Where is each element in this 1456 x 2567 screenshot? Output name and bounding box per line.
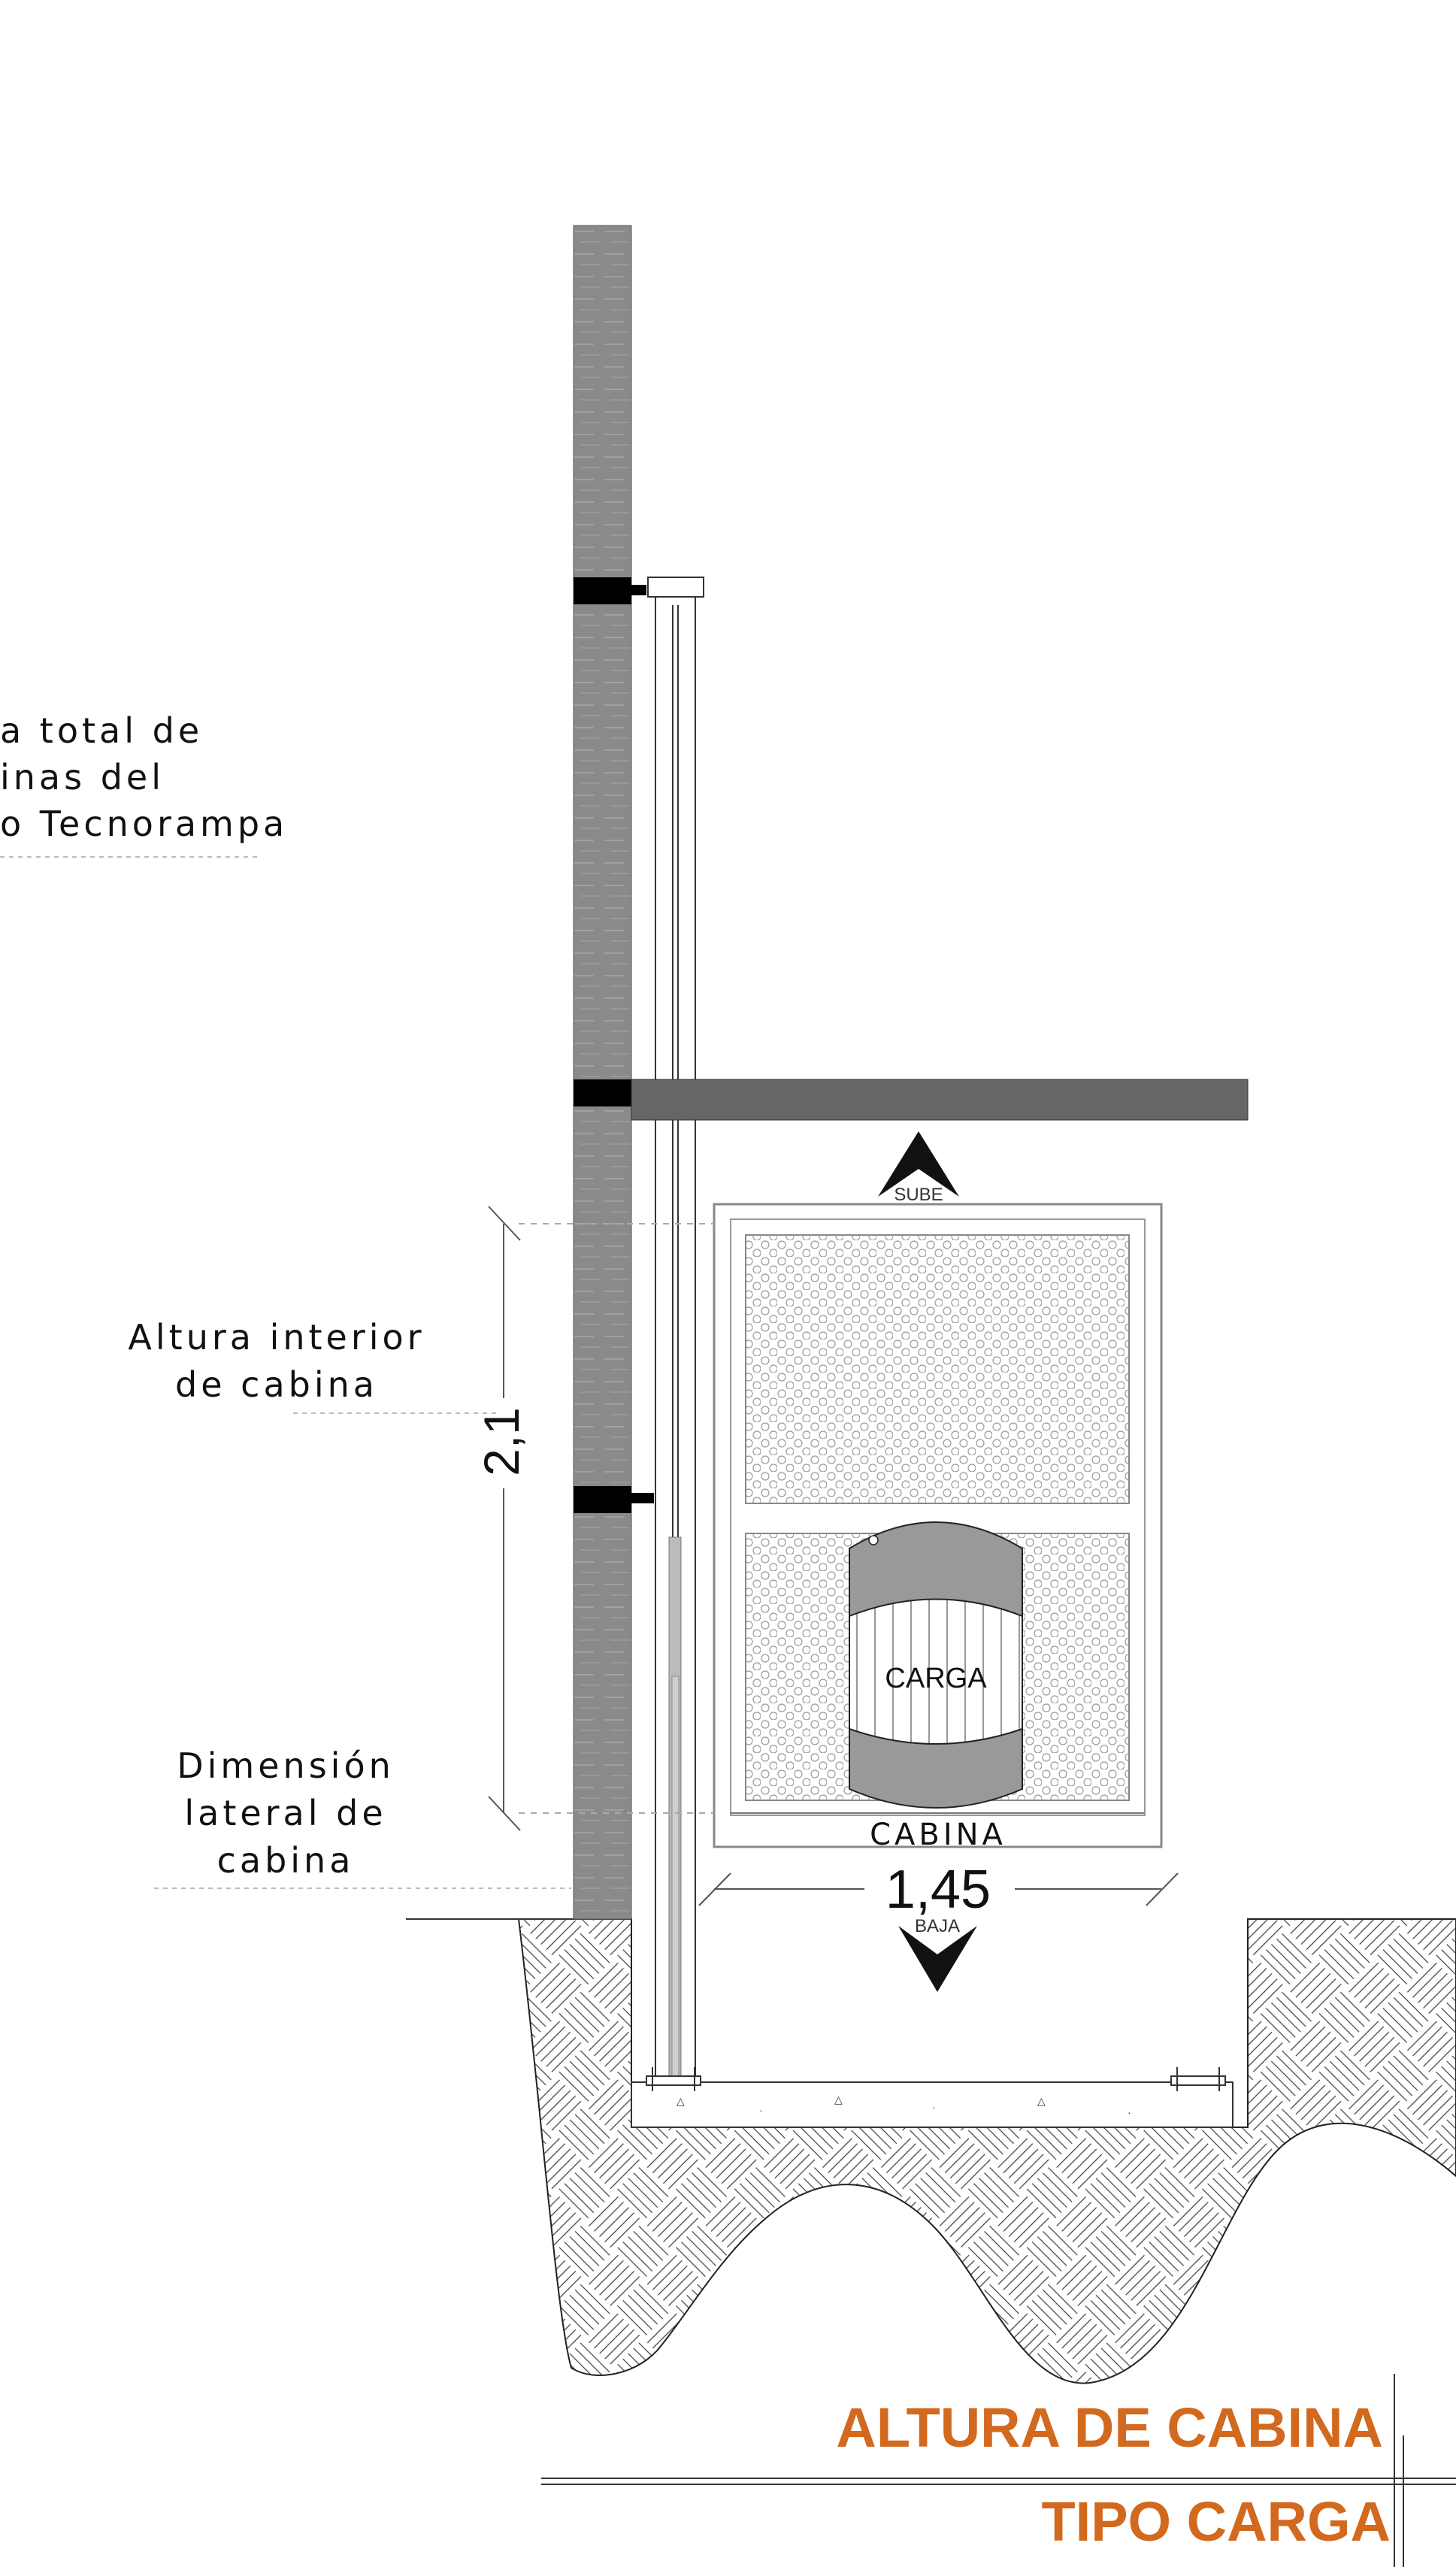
svg-text:lateral de: lateral de bbox=[184, 1793, 386, 1833]
svg-text:·: · bbox=[759, 2104, 763, 2116]
title-line-1: ALTURA DE CABINA bbox=[836, 2396, 1383, 2459]
title-block: ALTURA DE CABINA TIPO CARGA bbox=[541, 2374, 1456, 2567]
cargo-drum: CARGA bbox=[849, 1521, 1023, 1809]
svg-text:△: △ bbox=[677, 2095, 685, 2107]
svg-text:Altura interior: Altura interior bbox=[128, 1317, 425, 1358]
svg-text:de cabina: de cabina bbox=[175, 1364, 378, 1405]
wall-column bbox=[573, 225, 632, 1920]
svg-text:cabina: cabina bbox=[217, 1840, 355, 1881]
svg-text:·: · bbox=[932, 2101, 936, 2113]
label-longitud: a total de inas del o Tecnorampa bbox=[0, 710, 288, 858]
drum-cap-icon bbox=[868, 1535, 879, 1545]
label-dimension-lateral: Dimensión lateral de cabina bbox=[154, 1745, 571, 1889]
down-label: BAJA bbox=[915, 1916, 960, 1936]
label-altura-interior: Altura interior de cabina bbox=[128, 1317, 496, 1414]
up-label: SUBE bbox=[894, 1185, 943, 1205]
svg-text:Dimensión: Dimensión bbox=[177, 1745, 395, 1786]
width-dimension bbox=[698, 1872, 1179, 1906]
top-head-block bbox=[647, 577, 704, 598]
cabin: CARGA CABINA bbox=[713, 1203, 1163, 1852]
cabin-label: CABINA bbox=[870, 1818, 1006, 1852]
cabin-upper-panel bbox=[745, 1234, 1130, 1504]
down-arrow-icon: BAJA bbox=[898, 1916, 977, 1992]
svg-text:△: △ bbox=[834, 2093, 843, 2105]
floor-slab bbox=[631, 1079, 1249, 1121]
svg-text:inas del: inas del bbox=[0, 757, 165, 798]
pit-slab bbox=[631, 2081, 1234, 2128]
ground-section: △ · △ · △ · bbox=[406, 1918, 1456, 2384]
base-fittings bbox=[646, 2067, 1226, 2091]
piston-rod bbox=[671, 1676, 680, 2083]
up-arrow-icon: SUBE bbox=[878, 1131, 959, 1205]
svg-text:△: △ bbox=[1037, 2095, 1046, 2107]
height-dimension-label: 2,1 bbox=[474, 1407, 529, 1476]
svg-text:a total de: a total de bbox=[0, 710, 203, 751]
width-dimension-label: 1,45 bbox=[885, 1860, 991, 1920]
svg-text:o Tecnorampa: o Tecnorampa bbox=[0, 804, 288, 844]
svg-text:·: · bbox=[1128, 2106, 1131, 2118]
height-dimension bbox=[488, 1206, 714, 1831]
cargo-label: CARGA bbox=[885, 1663, 987, 1694]
title-line-2: TIPO CARGA bbox=[1041, 2490, 1391, 2553]
